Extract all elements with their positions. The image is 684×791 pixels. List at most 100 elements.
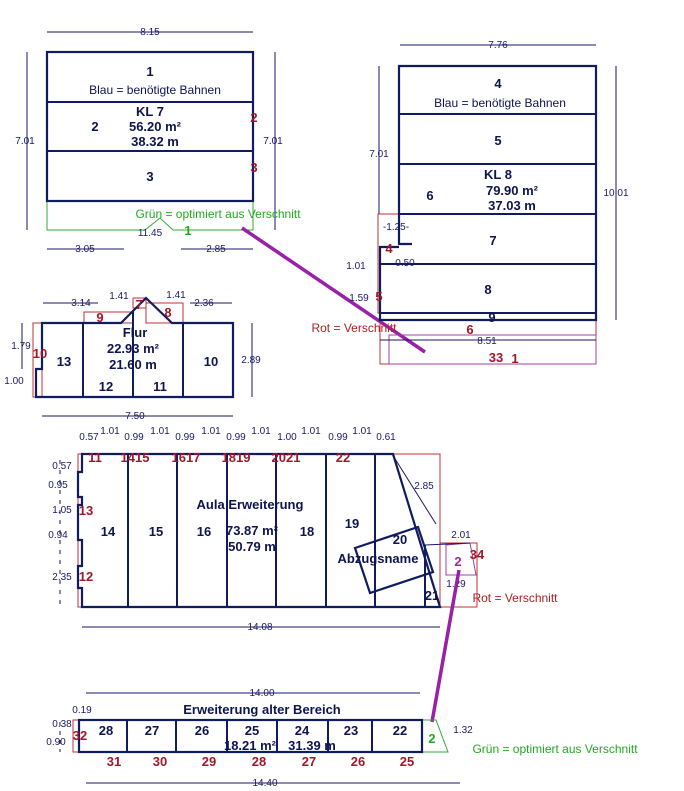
dim-bottom-right: 2.85 xyxy=(206,244,226,255)
legend-blue: Blau = benötigte Bahnen xyxy=(434,96,566,110)
room-kl7[interactable]: 8.15 7.01 7.01 3.05 2.85 11.45 1 Blau = … xyxy=(15,27,301,255)
dim-offset: 0.50 xyxy=(395,258,415,269)
room-area: 56.20 m² xyxy=(129,119,182,134)
waste-area xyxy=(439,542,478,608)
room-outline xyxy=(77,718,424,754)
room-kl8[interactable]: 7.76 7.01 10.01 -1.25- 1.01 0.50 1.59 8.… xyxy=(311,40,628,366)
strip-label: 11 xyxy=(153,379,167,394)
dim-line xyxy=(424,542,471,546)
dim-left: 1.05 xyxy=(52,505,72,516)
waste-label: 10 xyxy=(33,346,47,361)
legend-red: Rot = Verschnitt xyxy=(311,321,397,335)
strip-label: 13 xyxy=(57,354,71,369)
dim-slope-left: 1.41 xyxy=(109,291,129,302)
room-name: KL 7 xyxy=(136,104,164,119)
reused-piece xyxy=(388,334,597,365)
dim-left-upper: 1.79 xyxy=(11,341,31,352)
dim-left: 0.95 xyxy=(48,480,68,491)
room-length: 38.32 m xyxy=(131,134,179,149)
room-alt[interactable]: 14.00 0.19 0.38 0.90 1.32 14.40 Erweiter… xyxy=(46,688,638,789)
strip-label: 28 xyxy=(99,723,113,738)
strip-label: 16 xyxy=(197,524,211,539)
legend-red: Rot = Verschnitt xyxy=(472,591,558,605)
room-name: Aula Erweiterung xyxy=(197,497,304,512)
dim-top: 8.15 xyxy=(140,27,160,38)
waste-label: 27 xyxy=(302,754,316,769)
strip-label: 6 xyxy=(426,188,433,203)
legend-green: Grün = optimiert aus Verschnitt xyxy=(472,742,638,756)
waste-label: 30 xyxy=(153,754,167,769)
dim-left: 7.01 xyxy=(15,136,35,147)
dim-line xyxy=(391,453,437,525)
dim-top: 1.01 xyxy=(150,426,170,437)
waste-label: 11 xyxy=(88,450,102,465)
dim-diagonal: 2.85 xyxy=(414,481,434,492)
dim-left-lower: 1.00 xyxy=(4,376,24,387)
waste-label: 6 xyxy=(466,322,473,337)
strip-label: 1 xyxy=(146,64,153,79)
strip-label: 10 xyxy=(204,354,218,369)
room-flur[interactable]: 3.14 1.41 1.41 2.36 1.79 1.00 2.89 7.50 … xyxy=(4,290,261,422)
obstacle-outline xyxy=(353,525,435,595)
room-area: 22.93 m² xyxy=(107,341,160,356)
room-length: 21.60 m xyxy=(109,357,157,372)
optimized-piece xyxy=(46,200,254,231)
dim-top: 0.99 xyxy=(226,432,246,443)
strip-label: 4 xyxy=(494,76,502,91)
top-dimension-row: 0.57 1.01 0.99 1.01 0.99 1.01 0.99 1.01 … xyxy=(79,426,396,443)
strip-label: 12 xyxy=(99,379,113,394)
waste-label: 3 xyxy=(250,160,257,175)
waste-label: 2021 xyxy=(272,450,301,465)
dim-left: 2.35 xyxy=(52,572,72,583)
strip-label: 8 xyxy=(484,282,491,297)
waste-label: 26 xyxy=(351,754,365,769)
waste-label: 2 xyxy=(250,110,257,125)
waste-label: 28 xyxy=(252,754,266,769)
room-length: 50.79 m xyxy=(228,539,276,554)
room-length: 37.03 m xyxy=(488,198,536,213)
waste-label: 25 xyxy=(400,754,414,769)
strip-label: 22 xyxy=(393,723,407,738)
waste-label: 34 xyxy=(470,547,485,562)
strip-label: 20 xyxy=(393,532,407,547)
room-name: KL 8 xyxy=(484,167,512,182)
dim-top: 1.00 xyxy=(277,432,297,443)
purple-label: 2 xyxy=(454,554,461,569)
dim-bottom: 14.40 xyxy=(252,778,277,789)
dim-bottom: 14.08 xyxy=(247,622,272,633)
waste-area xyxy=(145,302,184,324)
dim-bottom: 8.51 xyxy=(477,336,497,347)
dim-bottom: 7.50 xyxy=(125,411,145,422)
dim-right: 2.89 xyxy=(241,355,261,366)
room-aula[interactable]: 0.57 1.01 0.99 1.01 0.99 1.01 0.99 1.01 … xyxy=(48,426,558,633)
waste-label: 22 xyxy=(336,450,350,465)
room-area: 18.21 m² xyxy=(224,738,277,753)
dim-left-upper: 0.38 xyxy=(52,719,72,730)
waste-label: 12 xyxy=(79,569,93,584)
room-outline xyxy=(76,452,442,609)
strip-label: 9 xyxy=(488,310,495,325)
green-piece-label: 1 xyxy=(184,223,191,238)
purple-label: 33 xyxy=(489,350,503,365)
strip-label: 21 xyxy=(425,588,439,603)
dim-top: 1.01 xyxy=(301,426,321,437)
dim-right: 7.01 xyxy=(263,136,283,147)
left-dimension-column: 0.57 0.95 1.05 0.94 2.35 xyxy=(48,461,72,583)
waste-label: 13 xyxy=(79,503,93,518)
waste-label: 8 xyxy=(164,305,171,320)
connector-arrow xyxy=(241,226,426,354)
waste-label: 29 xyxy=(202,754,216,769)
dim-left: 7.01 xyxy=(369,149,389,160)
dim-top: 0.99 xyxy=(328,432,348,443)
strip-label: 27 xyxy=(145,723,159,738)
dim-top: 0.61 xyxy=(376,432,396,443)
strip-label: 5 xyxy=(494,133,501,148)
waste-label: 5 xyxy=(375,289,382,304)
strip-label: 7 xyxy=(489,233,496,248)
purple-label: 1 xyxy=(511,351,518,366)
dim-bottom-left: 3.05 xyxy=(75,244,95,255)
strip-label: 14 xyxy=(101,524,116,539)
dim-notch: -1.25- xyxy=(383,222,409,233)
dim-diagonal: 11.45 xyxy=(138,228,163,239)
